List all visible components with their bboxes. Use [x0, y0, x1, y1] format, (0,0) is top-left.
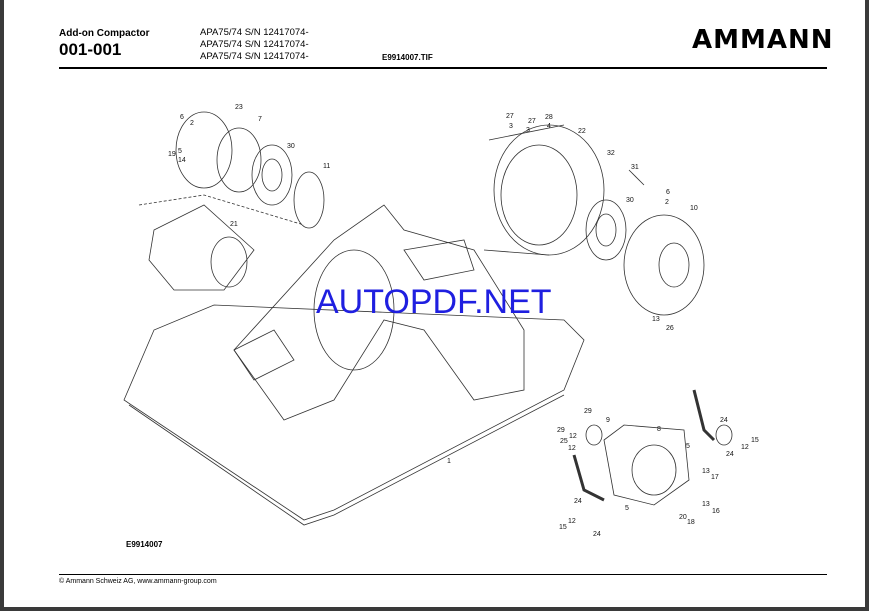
- footer-rule: [59, 574, 827, 575]
- part-callout: 29: [557, 427, 565, 434]
- part-callout: 23: [235, 104, 243, 111]
- eccentric-unit: [148, 204, 255, 291]
- part-callout: 27: [506, 113, 514, 120]
- part-callout: 15: [751, 437, 759, 444]
- part-callout: 26: [666, 325, 674, 332]
- part-callout: 12: [568, 518, 576, 525]
- part-callout: 5: [686, 443, 690, 450]
- model-line: APA75/74 S/N 12417074-: [200, 51, 309, 62]
- part-callout: 24: [593, 531, 601, 538]
- part-callout: 13: [702, 468, 710, 475]
- part-callout: 4: [547, 123, 551, 130]
- part-callout: 3: [526, 127, 530, 134]
- part-callout: 9: [606, 417, 610, 424]
- exciter-frame: [233, 204, 525, 421]
- part-callout: 32: [607, 150, 615, 157]
- part-callout: 2: [665, 199, 669, 206]
- page-number: 001-001: [59, 40, 122, 59]
- model-line: APA75/74 S/N 12417074-: [200, 39, 309, 50]
- part-callout: 30: [626, 197, 634, 204]
- part-callout: 5: [625, 505, 629, 512]
- part-callout: 22: [578, 128, 586, 135]
- part-callout: 3: [509, 123, 513, 130]
- document-page: Add-on Compactor 001-001 APA75/74 S/N 12…: [4, 0, 865, 607]
- part-callout: 12: [741, 444, 749, 451]
- part-callout: 13: [652, 316, 660, 323]
- part-callout: 1: [447, 458, 451, 465]
- part-callout: 21: [230, 221, 238, 228]
- part-callout: 24: [574, 498, 582, 505]
- image-id: E9914007: [126, 540, 163, 549]
- part-callout: 12: [569, 433, 577, 440]
- part-callout: 17: [711, 474, 719, 481]
- part-callout: 8: [657, 426, 661, 433]
- part-callout: 25: [560, 438, 568, 445]
- document-title: Add-on Compactor: [59, 28, 150, 39]
- file-name: E9914007.TIF: [382, 53, 433, 62]
- exploded-parts-drawing: [123, 111, 733, 526]
- part-callout: 29: [584, 408, 592, 415]
- part-callout: 24: [720, 417, 728, 424]
- part-callout: 30: [287, 143, 295, 150]
- part-callout: 10: [690, 205, 698, 212]
- part-callout: 31: [631, 164, 639, 171]
- part-callout: 19: [168, 151, 176, 158]
- part-callout: 13: [702, 501, 710, 508]
- watermark: AUTOPDF.NET: [316, 283, 552, 321]
- part-callout: 18: [687, 519, 695, 526]
- part-callout: 24: [726, 451, 734, 458]
- header-rule: [59, 67, 827, 69]
- part-callout: 27: [528, 118, 536, 125]
- part-callout: 5: [178, 148, 182, 155]
- part-callout: 7: [258, 116, 262, 123]
- part-callout: 14: [178, 157, 186, 164]
- part-callout: 20: [679, 514, 687, 521]
- hydraulic-motor: [603, 424, 690, 506]
- part-callout: 15: [559, 524, 567, 531]
- part-callout: 12: [568, 445, 576, 452]
- part-callout: 11: [323, 163, 331, 170]
- part-callout: 6: [180, 114, 184, 121]
- part-callout: 16: [712, 508, 720, 515]
- ammann-logo: AMMANN: [692, 25, 834, 55]
- copyright: © Ammann Schweiz AG, www.ammann-group.co…: [59, 578, 217, 585]
- part-callout: 6: [666, 189, 670, 196]
- part-callout: 2: [190, 120, 194, 127]
- housing: [493, 124, 605, 256]
- part-callout: 28: [545, 114, 553, 121]
- model-line: APA75/74 S/N 12417074-: [200, 27, 309, 38]
- base-plate: [123, 304, 585, 521]
